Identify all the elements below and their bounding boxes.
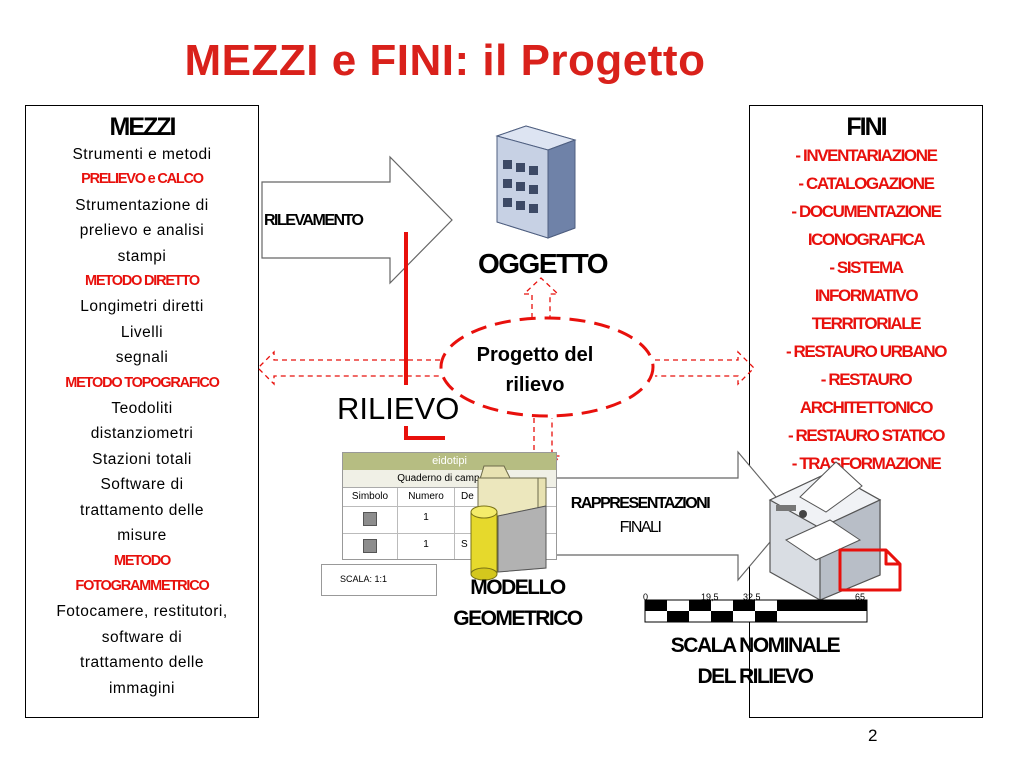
fini-line: INFORMATIVO [814, 286, 919, 305]
building-icon [495, 125, 577, 239]
fini-heading: FINI [846, 113, 887, 141]
scale-tick-label: 19,5 [701, 592, 719, 602]
progetto-line: rilievo [505, 374, 565, 396]
rappresentazioni-label: RAPPRESENTAZIONI FINALI [555, 492, 725, 540]
scala-nominale-line: DEL RILIEVO [697, 665, 814, 688]
mezzi-line: PRELIEVO e CALCO [81, 171, 204, 188]
fini-line: ARCHITETTONICO [799, 398, 934, 417]
mezzi-line: prelievo e analisi [79, 222, 205, 240]
table-row: 1 S [343, 534, 556, 559]
progetto-line: Progetto del [476, 344, 594, 366]
scale-tick-label: 0 [643, 592, 649, 602]
fini-line: - INVENTARIAZIONE [795, 146, 938, 165]
modello-line: MODELLO [470, 576, 566, 599]
mezzi-line: Longimetri diretti [80, 298, 204, 316]
scale-bar [644, 599, 868, 623]
fini-line: - DOCUMENTAZIONE [791, 202, 942, 221]
page-number: 2 [868, 726, 878, 745]
scala-nominale-label: SCALA NOMINALE DEL RILIEVO [640, 630, 870, 692]
rilevamento-label: RILEVAMENTO [264, 212, 364, 229]
fini-line: ICONOGRAFICA [807, 230, 926, 249]
column-header: De [461, 491, 474, 502]
table-cell: S [461, 539, 468, 550]
mezzi-line: METODO DIRETTO [85, 273, 200, 290]
mezzi-line: software di [101, 628, 183, 646]
rappresentazioni-arrow [547, 450, 793, 582]
table-row: 1 [343, 507, 556, 534]
rappresentazioni-line: FINALI [619, 519, 662, 536]
table-cell: 1 [398, 534, 455, 559]
fini-line: - RESTAURO [820, 370, 913, 389]
fini-line: - RESTAURO URBANO [785, 342, 947, 361]
column-header: Numero [398, 488, 455, 506]
mezzi-line: Teodoliti [111, 400, 173, 418]
mezzi-line: trattamento delle [80, 501, 204, 519]
mezzi-line: METODO [113, 552, 171, 569]
mezzi-line: distanziometri [90, 425, 194, 443]
column-header: Simbolo [343, 488, 398, 506]
cylinder-icon [470, 505, 498, 581]
modello-label: MODELLO GEOMETRICO [435, 572, 600, 634]
rappresentazioni-line: RAPPRESENTAZIONI [570, 495, 711, 512]
rilievo-connectors [404, 232, 445, 440]
printer-icon [768, 461, 882, 601]
document-icon [838, 548, 902, 592]
progetto-ellipse [439, 316, 655, 418]
mezzi-line: segnali [115, 349, 169, 367]
dashed-arrow-left [257, 350, 440, 386]
mezzi-line: stampi [117, 247, 167, 265]
mezzi-line: Livelli [120, 323, 164, 341]
dashed-arrow-right [655, 350, 755, 386]
mezzi-line: immagini [108, 679, 175, 697]
slide-title: MEZZI e FINI: il Progetto [184, 36, 706, 85]
fini-list: - INVENTARIAZIONE - CATALOGAZIONE - DOCUME… [750, 142, 982, 478]
fini-line: - SISTEMA [829, 258, 904, 277]
mezzi-line: FOTOGRAMMETRICO [75, 577, 209, 594]
mezzi-line: Strumentazione di [75, 196, 209, 214]
building-symbol-icon [363, 512, 377, 526]
stair-symbol-icon [363, 539, 377, 553]
mezzi-line: misure [117, 527, 167, 545]
mezzi-line: trattamento delle [80, 654, 204, 672]
scala-nominale-line: SCALA NOMINALE [670, 634, 841, 657]
fini-line: TERRITORIALE [811, 314, 922, 333]
mezzi-line: Stazioni totali [92, 450, 192, 468]
mezzi-line: Fotocamere, restitutori, [56, 603, 228, 621]
scala-box: SCALA: 1:1 [321, 564, 437, 596]
scale-tick-label: 65 [855, 592, 866, 602]
rilievo-label: RILIEVO [337, 391, 460, 426]
oggetto-label: OGGETTO [478, 248, 609, 279]
modello-line: GEOMETRICO [453, 607, 583, 630]
mezzi-heading: MEZZI [109, 113, 177, 141]
mezzi-line: Strumenti e metodi [72, 146, 212, 163]
dashed-arrow-up [522, 277, 560, 318]
fini-line: - RESTAURO STATICO [787, 426, 946, 445]
scale-tick-label: 32,5 [743, 592, 761, 602]
mezzi-line: METODO TOPOGRAFICO [65, 374, 220, 391]
mezzi-line: Software di [100, 476, 184, 494]
progetto-label: Progetto del rilievo [455, 340, 615, 400]
table-cell: 1 [398, 507, 455, 533]
table-header-row: Simbolo Numero De [343, 488, 556, 507]
fini-line: - CATALOGAZIONE [798, 174, 935, 193]
